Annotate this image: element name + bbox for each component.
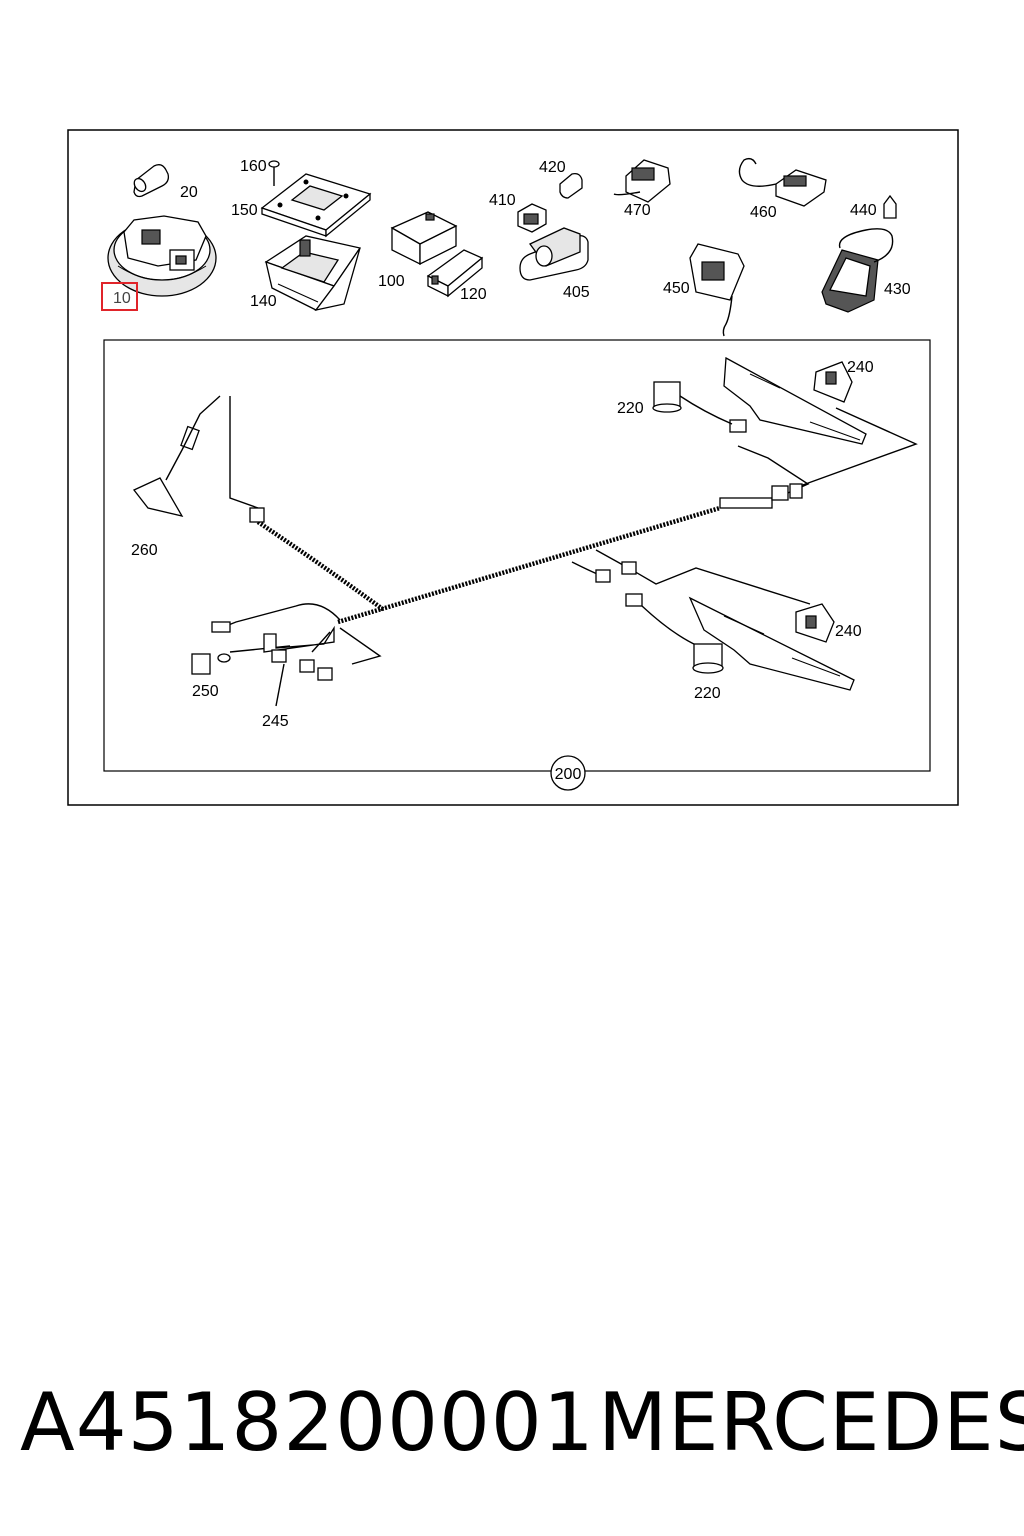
part-220-sensor-upper[interactable] [652, 381, 682, 413]
callout-20[interactable]: 20 [180, 184, 198, 201]
callout-260[interactable]: 260 [131, 542, 158, 559]
callout-405[interactable]: 405 [563, 284, 590, 301]
part-430-lamp-cable[interactable] [821, 228, 894, 313]
callout-160[interactable]: 160 [240, 158, 267, 175]
callout-450[interactable]: 450 [663, 280, 690, 297]
callout-240-upper[interactable]: 240 [847, 359, 874, 376]
part-440-plug[interactable] [883, 194, 897, 219]
part-number: A4518200001 [20, 1376, 595, 1469]
part-405-lamp-housing[interactable] [519, 227, 589, 281]
part-10-lamp-housing[interactable] [107, 215, 217, 297]
part-450-lamp-housing[interactable] [689, 243, 745, 337]
callout-120[interactable]: 120 [460, 286, 487, 303]
part-20-bulb[interactable] [132, 164, 170, 198]
part-410-bulb-socket[interactable] [517, 203, 547, 233]
part-160-screw[interactable] [268, 160, 280, 186]
part-250-fuse-holder[interactable] [191, 653, 231, 675]
part-120-switch-cover[interactable] [426, 249, 484, 298]
part-240-holder-lower[interactable] [795, 603, 835, 643]
part-420-small-bulb[interactable] [559, 172, 583, 199]
callout-200-circle [550, 755, 586, 791]
part-140-bezel-housing[interactable] [264, 235, 362, 311]
diagram-outer-frame [67, 129, 959, 806]
callout-245[interactable]: 245 [262, 713, 289, 730]
callout-240-lower[interactable]: 240 [835, 623, 862, 640]
part-470-connector[interactable] [613, 159, 671, 203]
gasket-strip-lower [688, 596, 855, 691]
parts-diagram: 10 20 160 150 140 100 120 420 410 405 47… [67, 129, 959, 806]
part-100-switch-unit[interactable] [390, 211, 458, 266]
part-200-wiring-harness[interactable] [211, 395, 918, 681]
callout-10[interactable]: 10 [113, 290, 131, 307]
part-460-lamp-cable[interactable] [738, 157, 827, 207]
part-240-holder-upper[interactable] [813, 361, 853, 403]
callout-220-upper[interactable]: 220 [617, 400, 644, 417]
part-245-connector-block[interactable] [263, 625, 335, 707]
callout-200[interactable]: 200 [555, 766, 582, 783]
callout-440[interactable]: 440 [850, 202, 877, 219]
callout-140[interactable]: 140 [250, 293, 277, 310]
callout-470[interactable]: 470 [624, 202, 651, 219]
callout-430[interactable]: 430 [884, 281, 911, 298]
callout-100[interactable]: 100 [378, 273, 405, 290]
callout-460[interactable]: 460 [750, 204, 777, 221]
highlight-box-10[interactable] [101, 282, 138, 311]
part-caption: A4518200001 MERCEDES [20, 1368, 1024, 1478]
callout-420[interactable]: 420 [539, 159, 566, 176]
callout-150[interactable]: 150 [231, 202, 258, 219]
callout-410[interactable]: 410 [489, 192, 516, 209]
part-150-mounting-plate[interactable] [260, 173, 372, 238]
brand-name: MERCEDES [598, 1376, 1024, 1469]
callout-250[interactable]: 250 [192, 683, 219, 700]
part-220-sensor-lower[interactable] [692, 643, 724, 674]
part-260-clip-bracket[interactable] [132, 395, 221, 517]
gasket-strip-upper [723, 356, 867, 445]
harness-inner-frame [103, 339, 931, 772]
callout-220-lower[interactable]: 220 [694, 685, 721, 702]
